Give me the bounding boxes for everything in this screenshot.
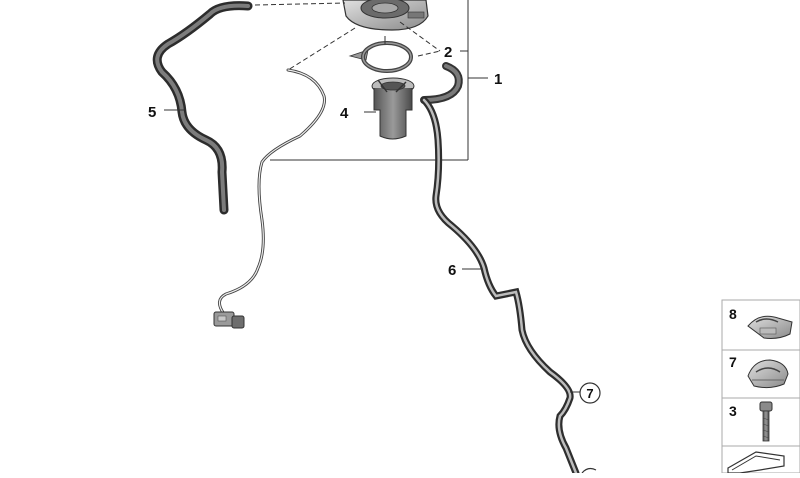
legend-number-7: 7 xyxy=(729,354,737,370)
callout-7-circled: 7 xyxy=(579,382,601,404)
legend-number-8: 8 xyxy=(729,306,737,322)
filter-insert xyxy=(364,77,415,140)
assembly-bracket xyxy=(270,0,488,161)
callout-4: 4 xyxy=(340,105,349,122)
callout-2-leaders xyxy=(399,21,441,57)
screw-icon xyxy=(759,401,773,442)
callout-5: 5 xyxy=(148,104,156,121)
assembly-dashed-lines xyxy=(254,2,356,71)
parts-legend: 8 7 3 xyxy=(721,299,800,474)
cable-line xyxy=(213,68,326,329)
hose-clip-icon xyxy=(747,315,793,339)
cable-connector xyxy=(213,311,245,329)
clamp-icon xyxy=(747,359,789,389)
partial-circle-callout xyxy=(581,467,597,474)
svg-text:7: 7 xyxy=(586,386,593,401)
pump-flange xyxy=(342,0,429,31)
callout-1: 1 xyxy=(494,71,502,88)
callout-6: 6 xyxy=(448,262,456,279)
callout-2: 2 xyxy=(444,44,452,61)
fuel-line-part-6 xyxy=(420,96,580,477)
sealing-ring xyxy=(348,36,413,73)
hose-part-5 xyxy=(152,1,253,215)
legend-number-3: 3 xyxy=(729,403,737,419)
